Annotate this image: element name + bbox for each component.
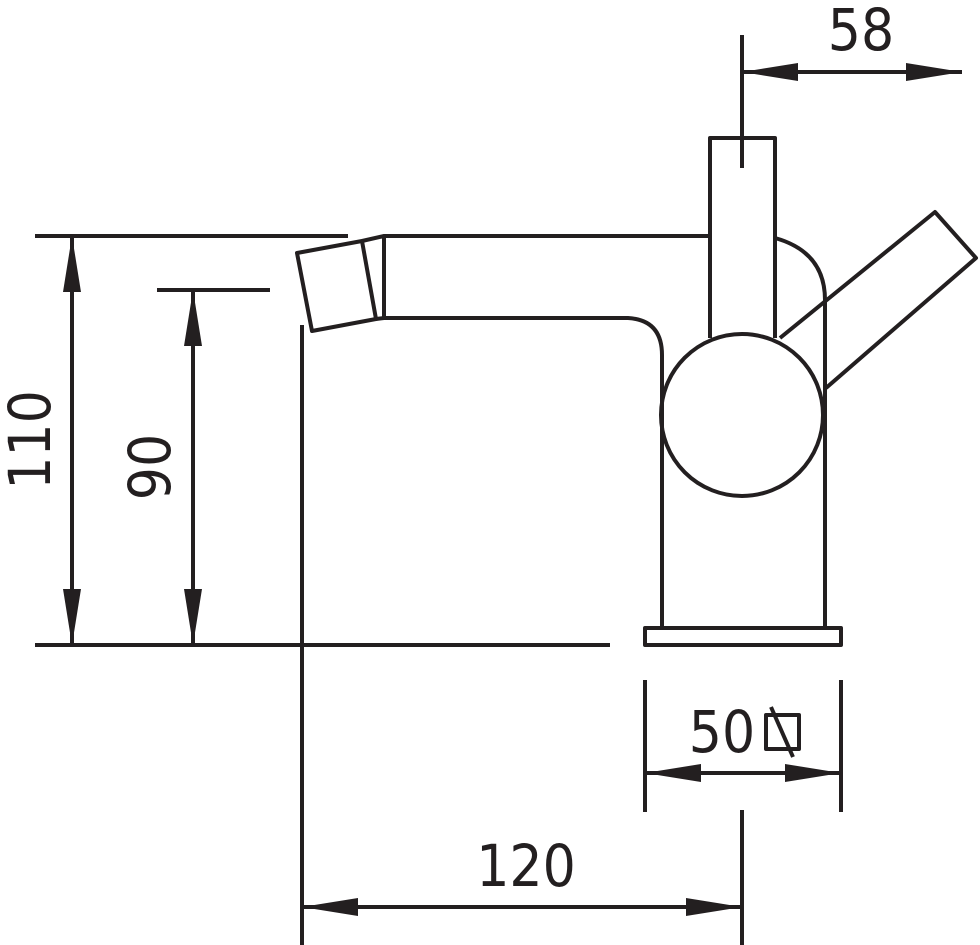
arrowhead <box>63 589 81 645</box>
faucet-body <box>295 136 978 647</box>
diameter-symbol-icon <box>764 706 801 758</box>
arrowhead <box>906 63 962 81</box>
arrowhead <box>63 236 81 292</box>
column-right-edge <box>774 236 827 628</box>
dimension-58: 58 <box>740 0 962 168</box>
arrowhead <box>184 589 202 645</box>
side-lever <box>778 210 978 390</box>
spout-body <box>384 234 710 400</box>
arrowhead <box>686 898 742 916</box>
arrowhead <box>785 764 841 782</box>
arrowhead <box>184 290 202 346</box>
dimension-90: 90 <box>116 288 270 645</box>
diverter-disc <box>659 332 825 498</box>
aerator <box>295 239 378 333</box>
arrowhead <box>302 898 358 916</box>
dimension-120: 120 <box>300 325 744 945</box>
dim-label-50: 50 <box>689 698 755 766</box>
dimension-110: 110 <box>0 234 610 647</box>
spout-tip-ring <box>361 234 386 321</box>
arrowhead <box>645 764 701 782</box>
dim-label-90: 90 <box>116 434 184 500</box>
dim-label-120: 120 <box>476 832 576 900</box>
dimension-50-diameter: 50 <box>643 680 843 812</box>
base-plate <box>643 626 843 647</box>
dim-label-58: 58 <box>828 0 894 64</box>
dim-label-110: 110 <box>0 390 64 490</box>
arrowhead <box>742 63 798 81</box>
